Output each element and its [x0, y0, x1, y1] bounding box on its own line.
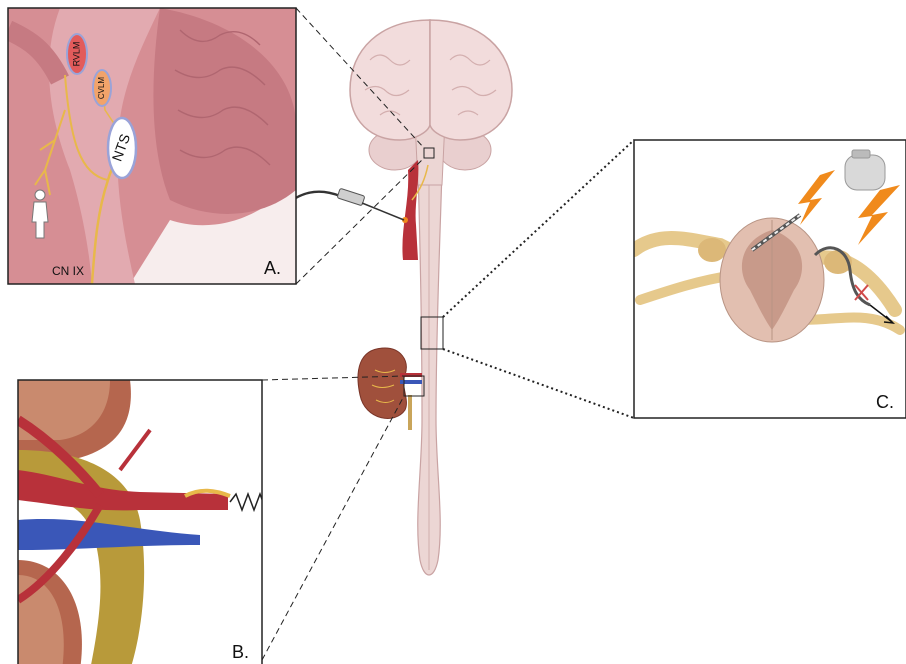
brain-icon: [350, 20, 512, 140]
panel-b-label: B.: [232, 642, 249, 662]
kidney-icon: [358, 348, 422, 430]
rvlm-label: RVLM: [71, 42, 81, 67]
electrode-icon: [280, 188, 404, 220]
panel-c: C.: [634, 140, 906, 418]
central-nervous-system: [280, 20, 512, 575]
pulse-generator-icon: [845, 150, 885, 190]
spinal-cord: [418, 170, 442, 575]
cvlm-label: CVLM: [97, 77, 106, 100]
panel-a-label: A.: [264, 258, 281, 278]
carotid-artery: [402, 160, 418, 260]
panel-b: B.: [18, 380, 284, 664]
panel-a: RVLM CVLM NTS CN IX A.: [8, 8, 296, 284]
panel-c-label: C.: [876, 392, 894, 412]
cn-ix-label: CN IX: [52, 264, 84, 278]
callout-box-b: [404, 376, 424, 396]
